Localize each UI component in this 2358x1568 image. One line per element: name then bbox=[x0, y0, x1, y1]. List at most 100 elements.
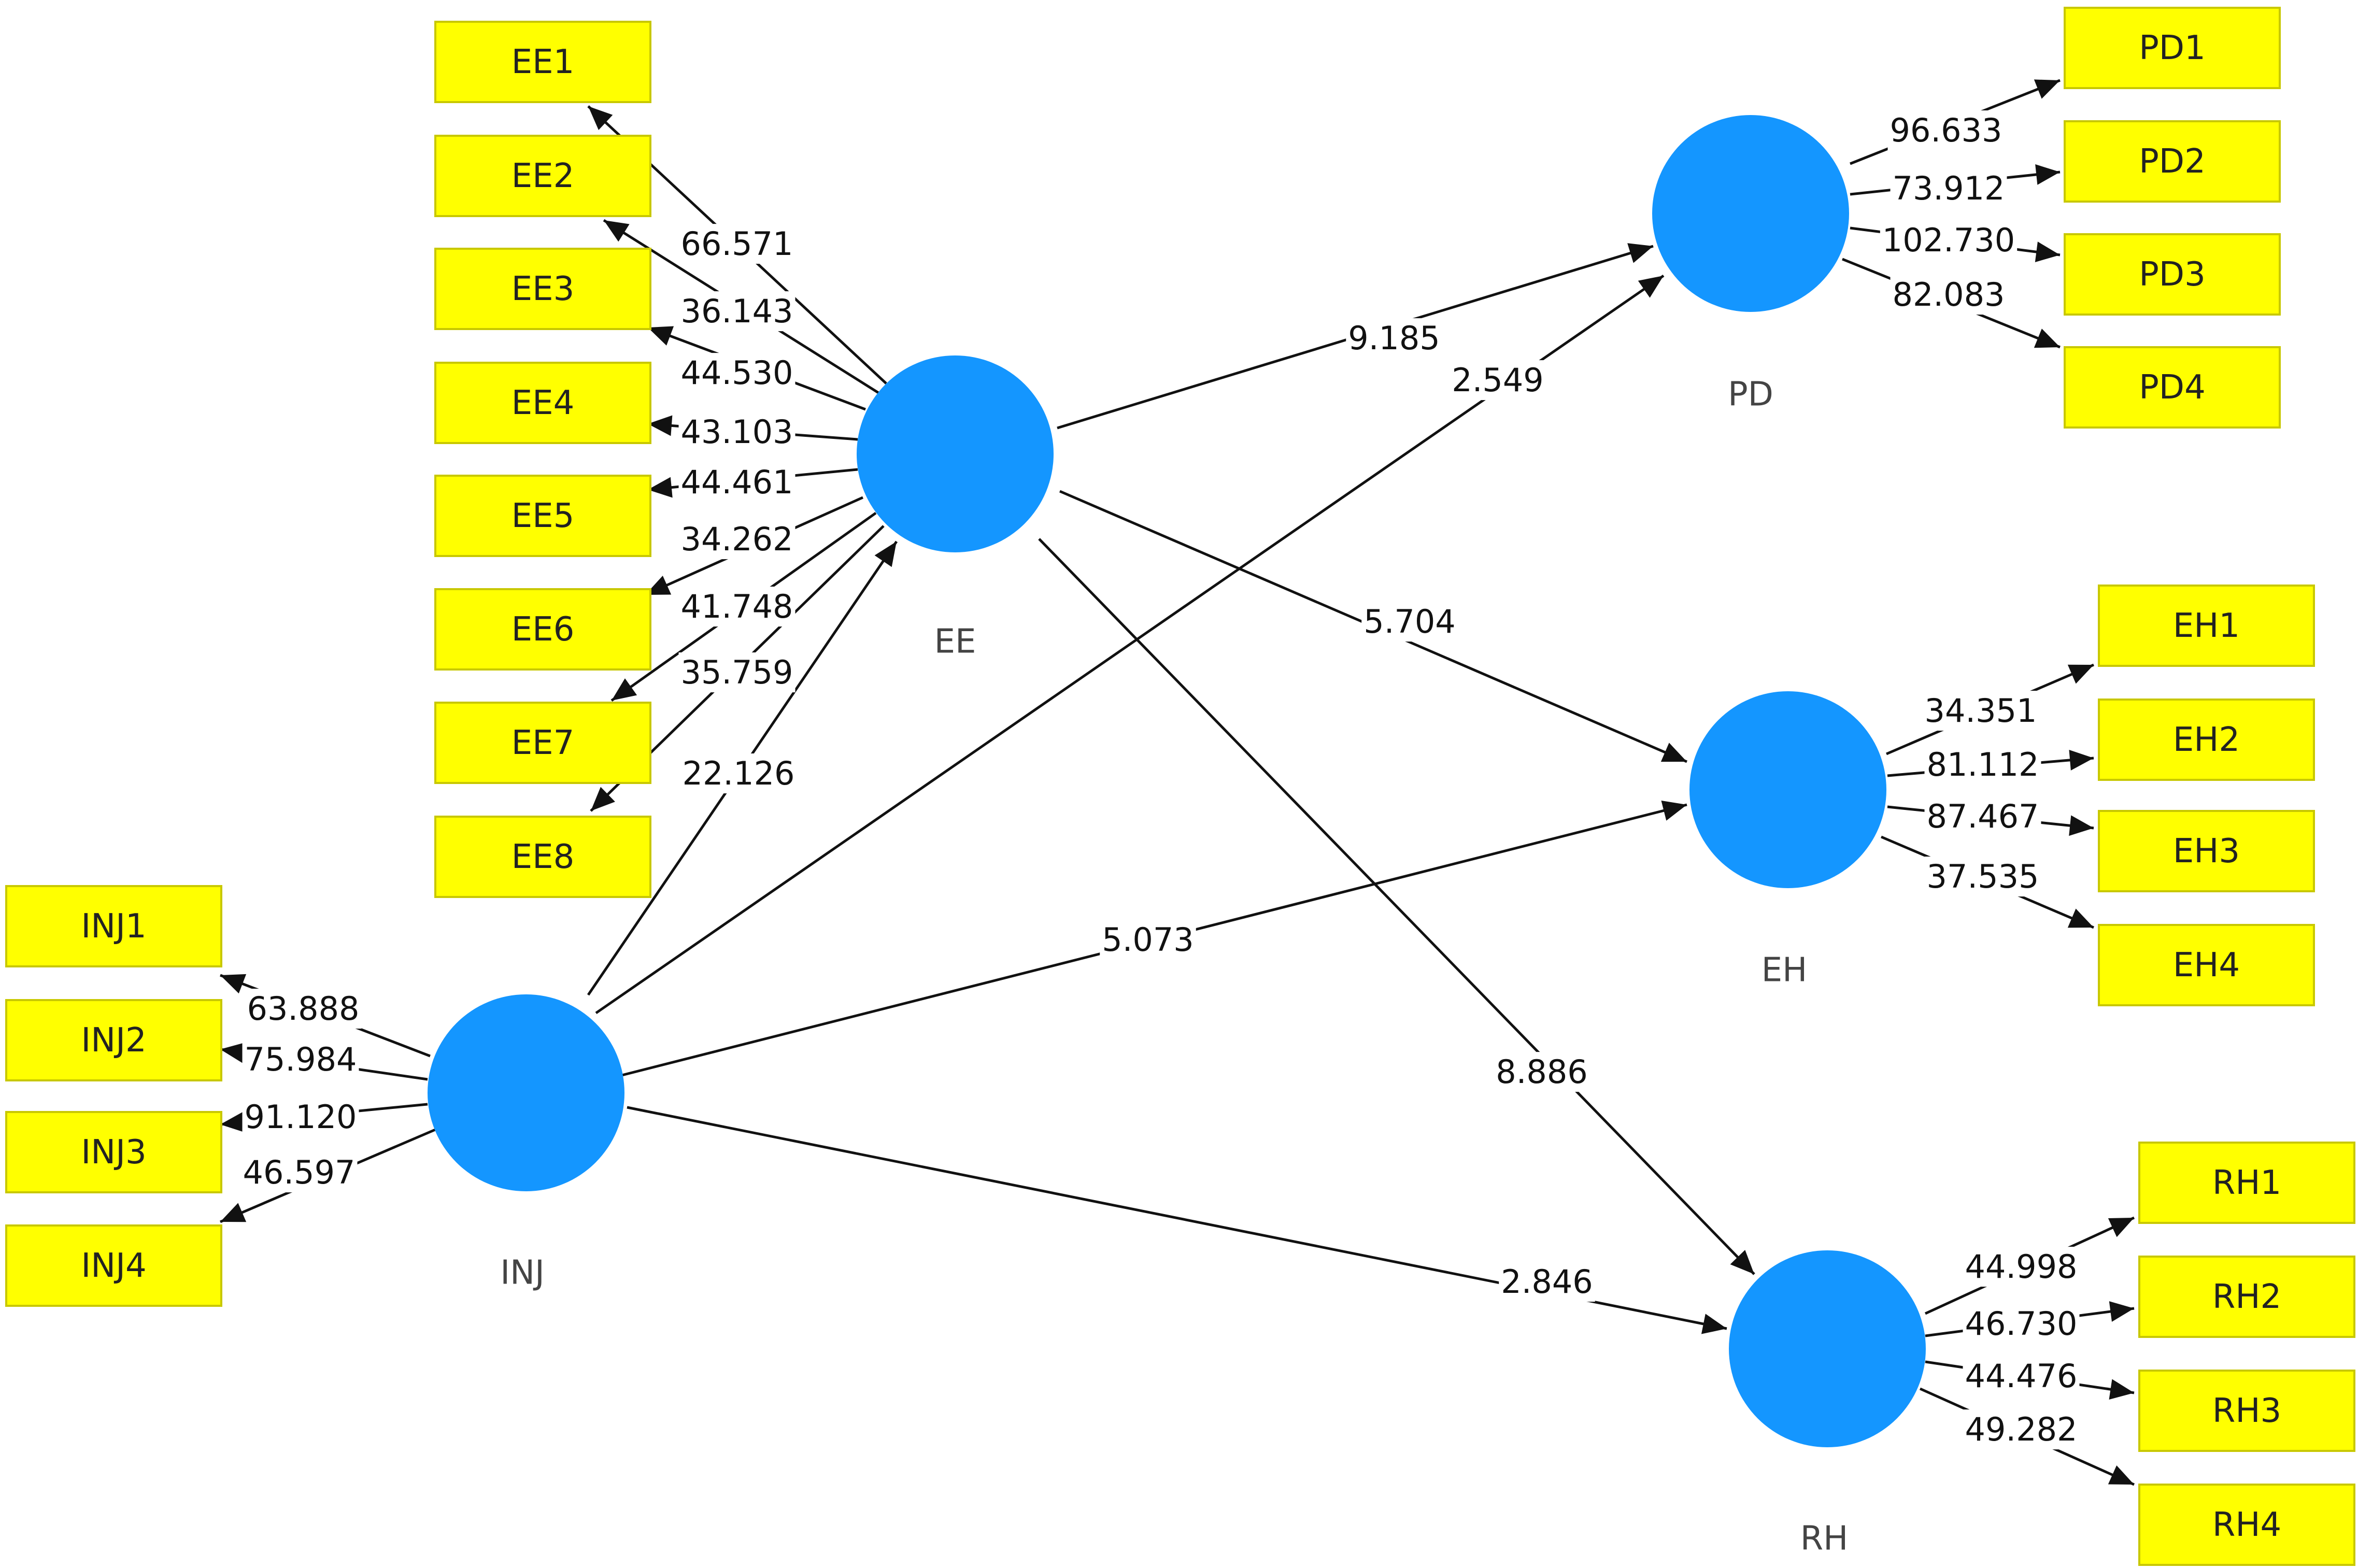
indicator-eh1-loading-line-arrowhead bbox=[2067, 664, 2094, 684]
indicator-rh4[interactable]: RH4 bbox=[2138, 1484, 2355, 1566]
indicator-pd2[interactable]: PD2 bbox=[2064, 120, 2281, 203]
indicator-ee3-loading-value-bg bbox=[678, 353, 796, 393]
latent-pd-circle[interactable] bbox=[1652, 115, 1849, 312]
indicator-ee7-loading-value: 41.748 bbox=[681, 588, 793, 625]
indicator-eh1-loading-value-bg bbox=[1922, 691, 2039, 731]
indicator-ee8-loading-value: 35.759 bbox=[681, 653, 793, 691]
path-ee-rh-value-bg bbox=[1494, 1052, 1590, 1092]
latent-eh-circle[interactable] bbox=[1689, 691, 1886, 888]
indicator-inj1-loading-value-bg bbox=[245, 989, 362, 1029]
indicator-pd3[interactable]: PD3 bbox=[2064, 233, 2281, 316]
indicator-rh4-loading-value-bg bbox=[1963, 1409, 2080, 1450]
indicator-ee4-loading-value-bg bbox=[678, 412, 796, 452]
latent-rh-circle[interactable] bbox=[1729, 1250, 1926, 1447]
indicator-pd2-box[interactable] bbox=[2064, 120, 2281, 203]
indicator-inj1[interactable]: INJ1 bbox=[5, 885, 222, 967]
indicator-eh1-box[interactable] bbox=[2098, 585, 2315, 667]
latent-rh-label: RH bbox=[1800, 1520, 1849, 1558]
indicator-ee4[interactable]: EE4 bbox=[434, 362, 651, 444]
indicator-eh3-box[interactable] bbox=[2098, 810, 2315, 892]
indicator-rh4-label: RH4 bbox=[2212, 1506, 2281, 1544]
indicator-rh3-box[interactable] bbox=[2138, 1370, 2355, 1452]
indicator-inj1-loading-value: 63.888 bbox=[247, 990, 360, 1028]
indicator-eh3[interactable]: EH3 bbox=[2098, 810, 2315, 892]
indicator-ee8-box[interactable] bbox=[434, 816, 651, 898]
indicator-ee2[interactable]: EE2 bbox=[434, 135, 651, 217]
indicator-ee7-box[interactable] bbox=[434, 702, 651, 784]
indicator-eh2[interactable]: EH2 bbox=[2098, 699, 2315, 781]
indicator-rh2-loading-value-bg bbox=[1963, 1304, 2080, 1344]
indicator-inj4[interactable]: INJ4 bbox=[5, 1224, 222, 1307]
indicator-rh2[interactable]: RH2 bbox=[2138, 1256, 2355, 1338]
indicator-ee1-loading-value-bg bbox=[678, 224, 796, 264]
path-inj-ee-value-bg bbox=[680, 753, 797, 794]
indicator-inj2[interactable]: INJ2 bbox=[5, 999, 222, 1081]
indicator-pd4[interactable]: PD4 bbox=[2064, 346, 2281, 429]
indicator-pd3-loading-value: 102.730 bbox=[1882, 221, 2015, 259]
indicator-rh1-box[interactable] bbox=[2138, 1142, 2355, 1224]
indicator-inj3[interactable]: INJ3 bbox=[5, 1111, 222, 1193]
indicator-pd1[interactable]: PD1 bbox=[2064, 7, 2281, 89]
path-ee-rh-line-arrowhead bbox=[1730, 1250, 1754, 1274]
indicator-ee7-loading-line-arrowhead bbox=[612, 678, 637, 701]
indicator-ee6[interactable]: EE6 bbox=[434, 588, 651, 671]
indicator-eh4[interactable]: EH4 bbox=[2098, 924, 2315, 1006]
indicator-inj4-loading-value: 46.597 bbox=[243, 1153, 356, 1191]
indicator-inj4-box[interactable] bbox=[5, 1224, 222, 1307]
indicator-rh1-loading-line-arrowhead bbox=[2108, 1218, 2134, 1237]
indicator-pd4-box[interactable] bbox=[2064, 346, 2281, 429]
indicator-eh3-label: EH3 bbox=[2173, 832, 2240, 871]
indicator-pd3-box[interactable] bbox=[2064, 233, 2281, 316]
indicator-pd4-label: PD4 bbox=[2139, 368, 2206, 407]
indicator-ee2-loading-value-bg bbox=[678, 291, 796, 332]
indicator-ee3[interactable]: EE3 bbox=[434, 248, 651, 330]
indicator-inj1-label: INJ1 bbox=[81, 907, 146, 946]
indicator-eh4-loading-value: 37.535 bbox=[1927, 858, 2039, 895]
indicator-rh2-box[interactable] bbox=[2138, 1256, 2355, 1338]
indicator-inj2-loading-line-arrowhead bbox=[220, 1042, 246, 1063]
indicator-ee3-box[interactable] bbox=[434, 248, 651, 330]
indicator-ee2-box[interactable] bbox=[434, 135, 651, 217]
indicator-ee1-label: EE1 bbox=[512, 43, 575, 81]
latent-ee-circle[interactable] bbox=[857, 355, 1054, 552]
indicator-ee8-label: EE8 bbox=[512, 838, 575, 876]
indicator-rh4-loading-line-arrowhead bbox=[2108, 1465, 2134, 1485]
indicator-ee2-label: EE2 bbox=[512, 157, 575, 195]
indicator-pd1-loading-value: 96.633 bbox=[1890, 111, 2002, 149]
indicator-ee1[interactable]: EE1 bbox=[434, 21, 651, 103]
indicator-ee7[interactable]: EE7 bbox=[434, 702, 651, 784]
indicator-rh4-box[interactable] bbox=[2138, 1484, 2355, 1566]
indicator-rh1[interactable]: RH1 bbox=[2138, 1142, 2355, 1224]
indicator-rh3[interactable]: RH3 bbox=[2138, 1370, 2355, 1452]
indicator-ee6-loading-line-arrowhead bbox=[645, 575, 672, 595]
indicator-ee6-loading-value-bg bbox=[678, 519, 796, 560]
indicator-eh1[interactable]: EH1 bbox=[2098, 585, 2315, 667]
indicator-ee5-box[interactable] bbox=[434, 475, 651, 557]
indicator-eh4-box[interactable] bbox=[2098, 924, 2315, 1006]
path-inj-eh-value: 5.073 bbox=[1102, 921, 1194, 959]
indicator-ee6-box[interactable] bbox=[434, 588, 651, 671]
path-inj-eh-line-arrowhead bbox=[1661, 800, 1687, 821]
indicator-inj2-box[interactable] bbox=[5, 999, 222, 1081]
indicator-pd1-box[interactable] bbox=[2064, 7, 2281, 89]
indicator-ee4-loading-line-arrowhead bbox=[648, 415, 673, 436]
indicator-ee1-box[interactable] bbox=[434, 21, 651, 103]
indicator-ee5[interactable]: EE5 bbox=[434, 475, 651, 557]
indicator-eh2-label: EH2 bbox=[2173, 721, 2240, 759]
indicator-ee8[interactable]: EE8 bbox=[434, 816, 651, 898]
indicator-ee3-loading-value: 44.530 bbox=[681, 354, 793, 392]
indicator-inj3-label: INJ3 bbox=[81, 1133, 146, 1172]
indicator-eh2-loading-line-arrowhead bbox=[2069, 749, 2094, 771]
indicator-ee4-box[interactable] bbox=[434, 362, 651, 444]
indicator-inj3-box[interactable] bbox=[5, 1111, 222, 1193]
indicator-inj1-box[interactable] bbox=[5, 885, 222, 967]
latent-inj-circle[interactable] bbox=[428, 994, 624, 1191]
indicator-ee5-loading-value-bg bbox=[678, 462, 796, 503]
indicator-pd4-loading-line-arrowhead bbox=[2034, 329, 2060, 348]
path-inj-rh-value: 2.846 bbox=[1501, 1263, 1593, 1301]
indicator-pd4-loading-value-bg bbox=[1890, 275, 2007, 315]
path-inj-pd-line-arrowhead bbox=[1638, 276, 1664, 298]
indicator-inj3-loading-line-arrowhead bbox=[220, 1111, 245, 1133]
indicator-eh2-box[interactable] bbox=[2098, 699, 2315, 781]
indicator-inj4-loading-line-arrowhead bbox=[220, 1203, 247, 1222]
